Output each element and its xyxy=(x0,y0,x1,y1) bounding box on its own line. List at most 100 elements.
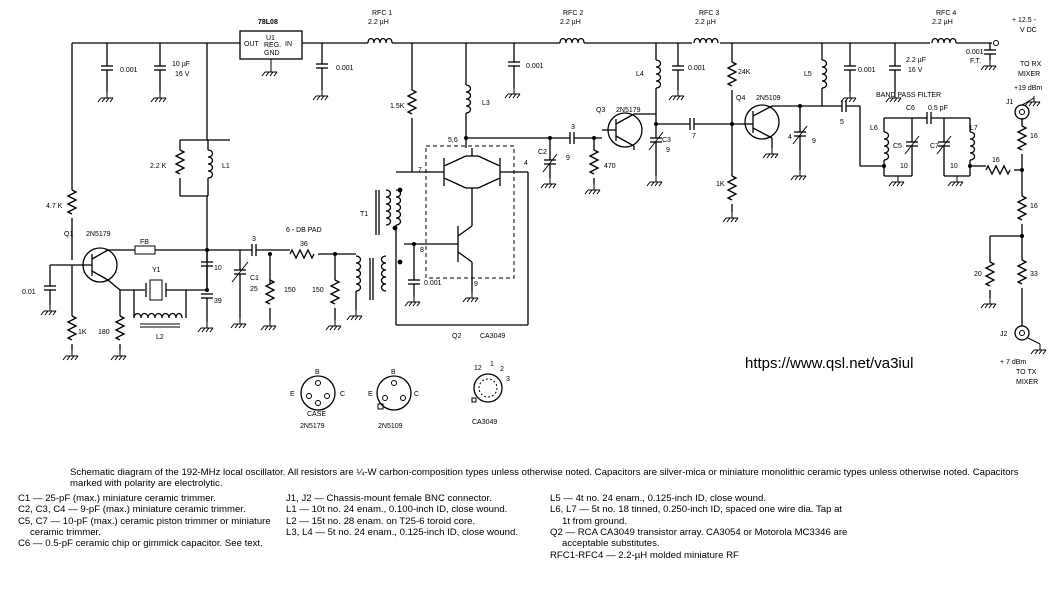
l5-label: L5 xyxy=(804,71,812,78)
c-16v: 16 V xyxy=(175,71,190,78)
pinout-2n5179-label: 2N5179 xyxy=(300,423,325,430)
parts-col-2: J1, J2 — Chassis-mount female BNC connec… xyxy=(286,493,550,561)
r150b-label: 150 xyxy=(312,287,324,294)
r24k-label: 24K xyxy=(738,69,751,76)
c-0001-c: 0.001 xyxy=(526,63,544,70)
c2-value: 9 xyxy=(566,155,570,162)
pin-c-b: C xyxy=(414,391,419,398)
pinout-2n5179: B E C CASE 2N5179 xyxy=(290,369,345,430)
supply-vdc: V DC xyxy=(1020,27,1037,34)
supply-label: + 12.5 - xyxy=(1012,17,1037,24)
parts-col-1: C1 — 25-pF (max.) miniature ceramic trim… xyxy=(18,493,286,561)
pad-section: C1 25 3 6 - DB PAD 36 150 150 xyxy=(230,227,356,331)
transformer-t1: T1 xyxy=(346,172,529,326)
pad-label: 6 - DB PAD xyxy=(286,227,322,234)
y1-label: Y1 xyxy=(152,267,161,274)
r1k-q4: 1K xyxy=(716,181,725,188)
pin56-label: 5,6 xyxy=(448,137,458,144)
dbm7-label: + 7 dBm xyxy=(1000,359,1026,366)
r47k-label: 4.7 K xyxy=(46,203,63,210)
pin-e-a: E xyxy=(290,391,295,398)
u1-name-label: U1 xyxy=(266,35,275,42)
rfc-chokes: RFC 1 2.2 µH RFC 2 2.2 µH RFC 3 2.2 µH R… xyxy=(367,10,957,44)
r20-label: 20 xyxy=(974,271,982,278)
part-c2-c3-c4: C2, C3, C4 — 9-pF (max.) miniature ceram… xyxy=(18,504,246,516)
r470-label: 470 xyxy=(604,163,616,170)
rfc4-label: RFC 4 xyxy=(936,10,956,17)
rx-mixer-label: MIXER xyxy=(1018,71,1040,78)
c2-label: C2 xyxy=(538,149,547,156)
r16-series: 16 xyxy=(992,157,1000,164)
rfc3-label: RFC 3 xyxy=(699,10,719,17)
c7-coupling: 7 xyxy=(692,133,696,140)
r36-label: 36 xyxy=(300,241,308,248)
c39-label: 39 xyxy=(214,298,222,305)
pin12-label: 12 xyxy=(474,365,482,372)
caption-intro: Schematic diagram of the 192-MHz local o… xyxy=(70,467,1019,490)
u1-out-label: OUT xyxy=(244,41,260,48)
l3-label: L3 xyxy=(482,100,490,107)
pinout-2n5109: B E C 2N5109 xyxy=(368,369,419,430)
c1-value: 25 xyxy=(250,286,258,293)
q1-part: 2N5179 xyxy=(86,231,111,238)
q4-part: 2N5109 xyxy=(756,95,781,102)
part-j1-j2: J1, J2 — Chassis-mount female BNC connec… xyxy=(286,492,492,504)
part-l3-l4: L3, L4 — 5t no. 24 enam., 0.125-inch ID,… xyxy=(286,527,518,539)
l6-label: L6 xyxy=(870,125,878,132)
part-q2: Q2 — RCA CA3049 transistor array. CA3054… xyxy=(550,527,848,550)
rail-bypass-caps: 0.001 10 µF 16 V 0.001 0.001 0.001 0.001… xyxy=(97,43,997,103)
c-0001-ft: 0.001 xyxy=(966,49,984,56)
c4-value: 9 xyxy=(812,138,816,145)
r180-label: 180 xyxy=(98,329,110,336)
c3-coupling-label: 3 xyxy=(252,236,256,243)
rfc1-value: 2.2 µH xyxy=(368,19,389,26)
pin3-label: 3 xyxy=(506,376,510,383)
c1-label: C1 xyxy=(250,275,259,282)
c-22uf: 2.2 µF xyxy=(906,57,926,64)
u1-gnd-label: GND xyxy=(264,50,280,57)
pin9-label: 9 xyxy=(474,281,478,288)
q2-label: Q2 xyxy=(452,333,461,340)
c7-label: C7 xyxy=(930,143,939,150)
dbm19-label: +19 dBm xyxy=(1014,85,1042,92)
ft-label: F.T. xyxy=(970,58,981,65)
r33-label: 33 xyxy=(1030,271,1038,278)
part-l6-l7: L6, L7 — 5t no. 18 tinned, 0.250-inch ID… xyxy=(550,504,843,527)
r15k-label: 1.5K xyxy=(390,103,405,110)
l3-bias: 1.5K L3 5,6 xyxy=(390,43,570,172)
q1-section: 4.7 K Q1 2N5179 0.01 1K 180 FB Y1 xyxy=(22,189,207,361)
l2-label: L2 xyxy=(156,334,164,341)
u1-in-label: IN xyxy=(285,41,292,48)
pin2-label: 2 xyxy=(500,366,504,373)
q2-part: CA3049 xyxy=(480,333,505,340)
c6-label: C6 xyxy=(906,105,915,112)
r16-b: 16 xyxy=(1030,203,1038,210)
q4-label: Q4 xyxy=(736,95,745,102)
q3-section: 3 C2 9 470 Q3 2N5179 L4 C3 xyxy=(538,43,740,195)
source-url: https://www.qsl.net/va3iul xyxy=(745,355,914,372)
c5-value: 10 xyxy=(900,163,908,170)
q3-label: Q3 xyxy=(596,107,605,114)
fb-label: FB xyxy=(140,239,149,246)
supply-terminal: + 12.5 - V DC xyxy=(993,17,1037,46)
part-c5-c7: C5, C7 — 10-pF (max.) ceramic piston tri… xyxy=(18,515,271,539)
r150a-label: 150 xyxy=(284,287,296,294)
caption: Schematic diagram of the 192-MHz local o… xyxy=(18,467,1058,561)
t1-label: T1 xyxy=(360,211,368,218)
part-l1: L1 — 10t no. 24 enam., 0.100-inch ID, cl… xyxy=(286,504,508,516)
pinout-ca3049: 12 1 2 3 CA3049 xyxy=(471,361,510,426)
output-network: 16 16 20 33 J1 +19 dBm TO RX MIXER J2 + … xyxy=(974,61,1047,386)
case-label: CASE xyxy=(307,411,326,418)
pin4-label: 4 xyxy=(524,160,528,167)
rfc2-label: RFC 2 xyxy=(563,10,583,17)
supply-rail xyxy=(71,42,992,190)
q1-label: Q1 xyxy=(64,231,73,238)
pin1-label: 1 xyxy=(490,361,494,368)
l1-label: L1 xyxy=(222,163,230,170)
pinout-ca3049-label: CA3049 xyxy=(472,419,497,426)
pin7-label: 7 xyxy=(418,167,422,174)
part-c1: C1 — 25-pF (max.) miniature ceramic trim… xyxy=(18,492,216,504)
u1-reg-label: REG. xyxy=(264,42,281,49)
part-rfc: RFC1-RFC4 — 2.2-µH molded miniature RF xyxy=(550,549,739,561)
